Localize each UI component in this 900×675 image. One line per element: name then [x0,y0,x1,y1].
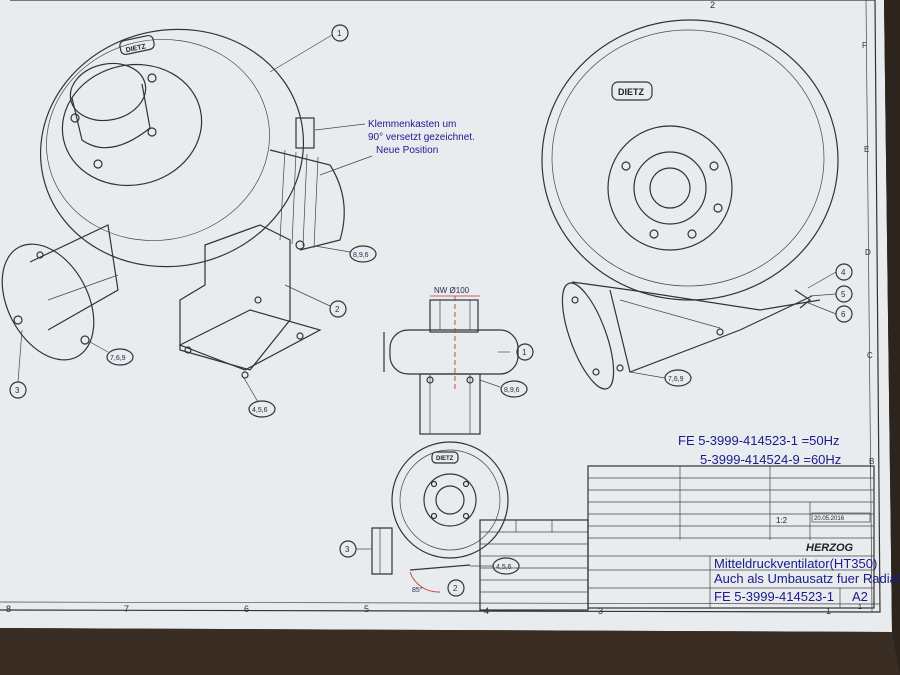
column-label: 3 [598,606,603,616]
callout-bubble [106,348,134,366]
column-label: 4 [484,606,489,616]
part-number-60hz: 5-3999-414524-9 =60Hz [700,452,841,467]
callout-bubble [9,381,27,399]
row-label: C [867,351,873,360]
right-front-view [541,19,839,390]
column-label: 8 [6,604,11,614]
column-label: 5 [364,604,369,614]
annotation-line-2: 90° versetzt gezeichnet. [368,132,475,143]
sheet-border [0,0,881,613]
callout-bubble [835,305,853,323]
side-view [383,296,519,435]
isometric-fan-view: DIETZ [1,28,345,379]
callout-bubble [329,300,347,318]
callout-5: 5 [841,290,846,299]
callout-3: 3 [15,386,20,395]
callout-bubble [447,579,465,597]
callout-6: 6 [841,310,846,319]
drawing-title: Mitteldruckventilator(HT350) [714,556,877,571]
callout-456-front: 4,5,6 [496,564,512,571]
callout-2: 2 [335,305,340,314]
column-label: 2 [710,0,715,10]
callout-4: 4 [841,268,846,277]
annotation-line-3: Neue Position [376,145,438,156]
callout-2-front: 2 [453,584,458,593]
callout-bubble [835,263,853,281]
scale-value: 1:2 [776,516,788,525]
row-label: D [865,248,871,257]
callout-bubble [516,343,534,361]
callout-bubble [500,380,528,398]
logo-text-right: DIETZ [618,87,645,97]
nw-diameter-label: NW Ø100 [434,286,470,295]
row-label: F [862,41,867,50]
column-label: 7 [124,604,129,614]
callout-bubble [835,285,853,303]
row-label: B [869,457,874,466]
column-label: 6 [244,604,249,614]
angle-label: 85° [412,586,423,594]
annotation-line-1: Klemmenkasten um [368,119,456,130]
callout-bubble [339,540,357,558]
logo-text: DIETZ [125,43,147,54]
column-label: 1 [826,606,831,616]
title-block [479,465,875,611]
paper [0,0,892,632]
drawing-number: FE 5-3999-414523-1 [714,589,834,604]
callout-bubble [349,245,377,263]
sheet-number: 1 [858,604,862,611]
sheet-size: A2 [852,589,868,604]
callout-1: 1 [337,29,342,38]
company-name: HERZOG [806,542,854,554]
callout-bubble [248,400,276,418]
callout-896: 8,9,6 [353,252,369,259]
callout-769-right: 7,6,9 [668,376,684,383]
part-number-50hz: FE 5-3999-414523-1 =50Hz [678,433,840,448]
logo-text-front: DIETZ [436,456,454,462]
callout-bubble [331,24,349,42]
callout-bubble [492,557,520,575]
drawing-subtitle: Auch als Umbausatz fuer Radialventilator… [714,571,900,586]
callout-bubble [664,369,692,387]
table-surface [0,628,900,675]
callout-896-side: 8,9,6 [504,387,520,394]
front-view [371,441,509,593]
callout-1-side: 1 [522,348,527,357]
callout-456: 4,5,6 [252,407,268,414]
date-value: 20.05.2016 [814,516,845,522]
callout-3-front: 3 [345,545,350,554]
table-edge [884,0,900,675]
row-label: E [864,145,869,154]
callout-769: 7,6,9 [110,355,126,362]
